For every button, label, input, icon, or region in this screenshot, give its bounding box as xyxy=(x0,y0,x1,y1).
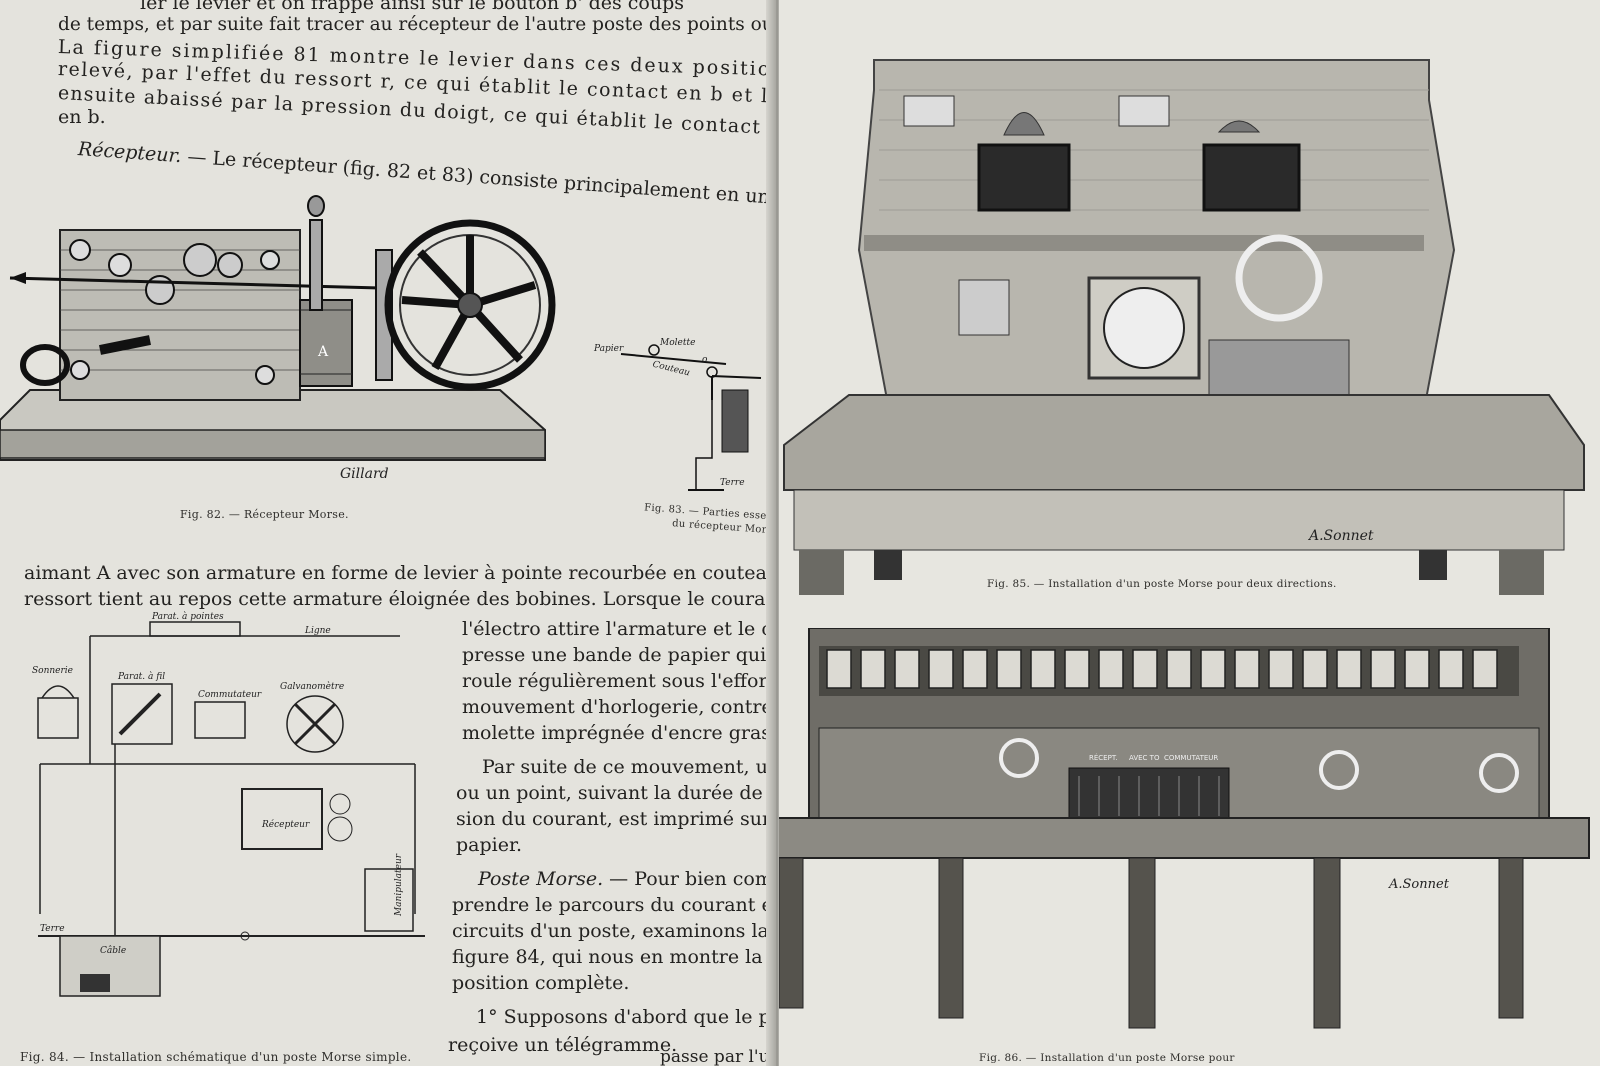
label-ligne: Ligne xyxy=(305,626,331,636)
label-molette: Molette xyxy=(660,338,696,348)
text-line: reçoive un télégramme. xyxy=(448,1034,678,1056)
text-line: passe par l'une xyxy=(660,1047,775,1066)
board-label: RÉCEPT. xyxy=(1089,753,1118,762)
text-line: l'électro attire l'armature et le coutea… xyxy=(462,618,775,640)
fig85-signature: A.Sonnet xyxy=(1307,528,1374,544)
label-o: o xyxy=(702,355,708,365)
label-terre-84: Terre xyxy=(40,924,65,934)
text-line: circuits d'un poste, examinons la xyxy=(452,920,769,942)
text-line: de temps, et par suite fait tracer au ré… xyxy=(58,14,775,35)
left-page: ler le levier et on frappe ainsi sur le … xyxy=(0,0,775,1066)
text-line: ler le levier et on frappe ainsi sur le … xyxy=(140,0,685,14)
text-line: presse une bande de papier qui se dé- xyxy=(462,644,775,666)
recepteur-heading: Récepteur. xyxy=(77,138,183,168)
morse-receiver-engraving: A Gillard xyxy=(0,195,556,482)
fig85-caption: Fig. 85. — Installation d'un poste Morse… xyxy=(987,578,1337,590)
text-line: figure 84, qui nous en montre la dis- xyxy=(452,946,775,968)
poste-morse-paragraph: Poste Morse. — Pour bien com- xyxy=(478,868,775,890)
poste-morse-heading: Poste Morse. xyxy=(478,868,604,890)
receiver-parts-diagram xyxy=(620,344,762,491)
label-cable: Câble xyxy=(100,946,127,956)
text-line: sion du courant, est imprimé sur le xyxy=(456,808,775,830)
text-line: roule régulièrement sous l'effort d'un xyxy=(462,670,775,692)
svg-text:A: A xyxy=(317,344,329,360)
right-page: A.Sonnet Fig. 85. — Installation d'un po… xyxy=(779,0,1600,1066)
text-line: Par suite de ce mouvement, un trait xyxy=(482,756,775,778)
text-line: — Pour bien com- xyxy=(603,868,775,890)
text-line: aimant A avec son armature en forme de l… xyxy=(24,562,775,584)
text-line: prendre le parcours du courant et les xyxy=(452,894,775,916)
text-line: papier. xyxy=(456,834,523,856)
text-line: ou un point, suivant la durée de l'émis- xyxy=(456,782,775,804)
board-label: COMMUTATEUR xyxy=(1164,754,1218,762)
fig86-caption: Fig. 86. — Installation d'un poste Morse… xyxy=(979,1052,1235,1064)
label-manipulateur: Manipulateur xyxy=(394,853,405,917)
text-line: molette imprégnée d'encre grasse. xyxy=(462,722,775,744)
label-paraf-fil: Parat. à fil xyxy=(118,672,166,682)
label-recepteur: Récepteur xyxy=(262,820,310,830)
label-sonnerie: Sonnerie xyxy=(32,666,74,676)
fig86-multi-direction-station-photo: A.Sonnet RÉCEPT. AVEC TO COMMUTATEUR xyxy=(779,628,1590,1029)
label-galvanometre: Galvanomètre xyxy=(280,682,345,692)
label-paraf-pointes: Parat. à pointes xyxy=(152,612,224,622)
board-label: AVEC TO xyxy=(1129,754,1160,762)
fig86-signature: A.Sonnet xyxy=(1388,877,1450,892)
fig84-caption: Fig. 84. — Installation schématique d'un… xyxy=(20,1050,412,1064)
fig82-signature: Gillard xyxy=(340,466,389,482)
text-line: ressort tient au repos cette armature él… xyxy=(24,588,775,610)
text-line: mouvement d'horlogerie, contre une xyxy=(462,696,775,718)
label-papier: Papier xyxy=(594,344,624,354)
label-terre: Terre xyxy=(720,478,745,488)
morse-station-schematic xyxy=(37,621,425,997)
fig85-two-direction-station-photo: A.Sonnet xyxy=(783,59,1585,595)
text-line: en b. xyxy=(58,106,106,128)
label-commutateur: Commutateur xyxy=(198,690,262,700)
text-line: 1° Supposons d'abord que le poste xyxy=(476,1006,775,1028)
fig82-caption: Fig. 82. — Récepteur Morse. xyxy=(180,508,349,521)
text-line: position complète. xyxy=(452,972,630,994)
